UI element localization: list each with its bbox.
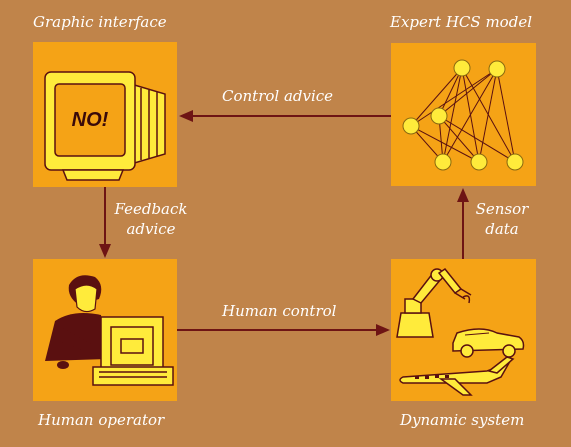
feedback-label-line1: Feedback — [114, 200, 188, 218]
human-operator-title: Human operator — [38, 411, 165, 429]
feedback-label-line2: advice — [126, 220, 176, 238]
monitor-screen-text: NO! — [72, 109, 109, 131]
feedback-advice-label: Feedback advice — [110, 199, 192, 239]
dynamic-system-icon — [396, 267, 525, 396]
human-operator-box — [33, 259, 177, 401]
dynamic-system-box — [391, 259, 536, 401]
control-advice-label: Control advice — [222, 87, 334, 105]
sensor-data-label: Sensor data — [470, 199, 534, 239]
sensor-label-line2: data — [485, 220, 519, 238]
neural-network-icon — [402, 59, 524, 171]
dynamic-system-title: Dynamic system — [400, 411, 525, 429]
expert-model-box — [391, 43, 536, 186]
sensor-label-line1: Sensor — [475, 200, 529, 218]
monitor-icon: NO! — [44, 71, 166, 181]
expert-model-title: Expert HCS model — [390, 13, 532, 31]
graphic-interface-title: Graphic interface — [33, 13, 167, 31]
graphic-interface-box: NO! — [33, 42, 177, 187]
human-operator-icon — [45, 275, 174, 386]
human-control-label: Human control — [222, 302, 337, 320]
